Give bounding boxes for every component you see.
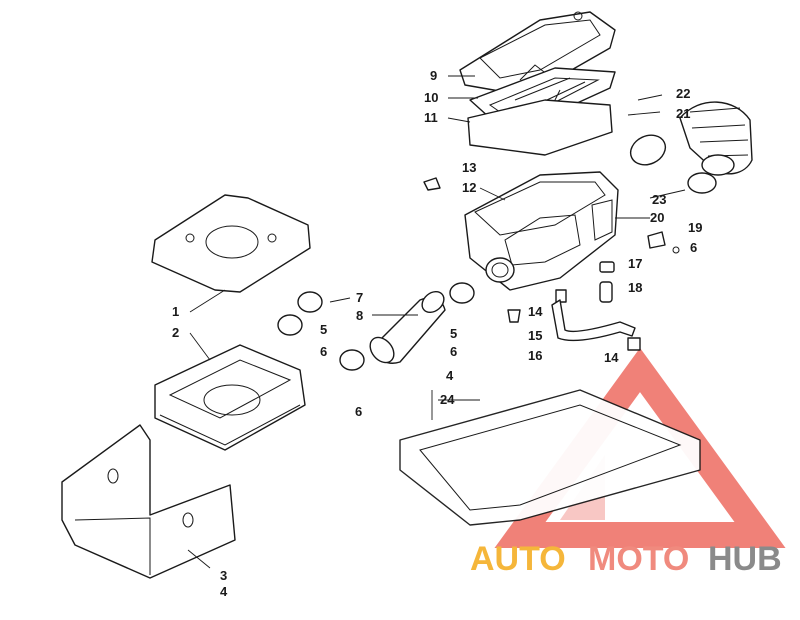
callout-15: 15 xyxy=(528,328,542,343)
callout-6b: 6 xyxy=(355,404,362,419)
callout-14a: 14 xyxy=(528,304,543,319)
floor-pan xyxy=(399,389,701,526)
airbox-base xyxy=(464,171,619,291)
callout-7: 7 xyxy=(356,290,363,305)
callout-4a: 4 xyxy=(220,584,228,599)
intake-boot xyxy=(629,101,753,194)
callout-1: 1 xyxy=(172,304,179,319)
callout-6c: 6 xyxy=(450,344,457,359)
callout-22: 22 xyxy=(676,86,690,101)
callout-21: 21 xyxy=(676,106,690,121)
callout-11: 11 xyxy=(424,110,438,125)
callout-labels: 9 10 11 13 12 22 21 23 20 19 6 17 18 14 … xyxy=(172,68,702,599)
callout-17: 17 xyxy=(628,256,642,271)
drain-hose xyxy=(507,289,641,351)
sensor-fitting xyxy=(647,231,680,254)
callout-2: 2 xyxy=(172,325,179,340)
heat-shield xyxy=(61,424,236,579)
callout-14b: 14 xyxy=(604,350,619,365)
callout-10: 10 xyxy=(424,90,438,105)
lower-airbox xyxy=(154,344,306,451)
callout-4b: 4 xyxy=(446,368,454,383)
watermark-part-moto: MOTO xyxy=(588,540,689,578)
intake-tube xyxy=(277,282,475,371)
callout-24: 24 xyxy=(440,392,455,407)
callout-19: 19 xyxy=(688,220,702,235)
callout-5a: 5 xyxy=(320,322,327,337)
callout-13: 13 xyxy=(462,160,476,175)
latch-clip xyxy=(423,177,441,191)
cover-plate xyxy=(151,194,311,293)
airbox-lid xyxy=(459,11,616,93)
callout-5b: 5 xyxy=(450,326,457,341)
callout-23: 23 xyxy=(652,192,666,207)
callout-12: 12 xyxy=(462,180,476,195)
filter-frame xyxy=(469,67,616,121)
callout-9: 9 xyxy=(430,68,437,83)
callout-3: 3 xyxy=(220,568,227,583)
callout-20: 20 xyxy=(650,210,664,225)
air-filter xyxy=(467,99,613,156)
callout-16: 16 xyxy=(528,348,542,363)
callout-18: 18 xyxy=(628,280,642,295)
drain-cap xyxy=(599,261,615,303)
callout-6d: 6 xyxy=(690,240,697,255)
watermark-text: AUTO MOTO HUB xyxy=(470,540,782,578)
callout-6a: 6 xyxy=(320,344,327,359)
callout-8: 8 xyxy=(356,308,363,323)
leader-lines xyxy=(187,75,686,569)
watermark-part-auto: AUTO xyxy=(470,540,566,578)
watermark-part-hub: HUB xyxy=(708,540,782,578)
